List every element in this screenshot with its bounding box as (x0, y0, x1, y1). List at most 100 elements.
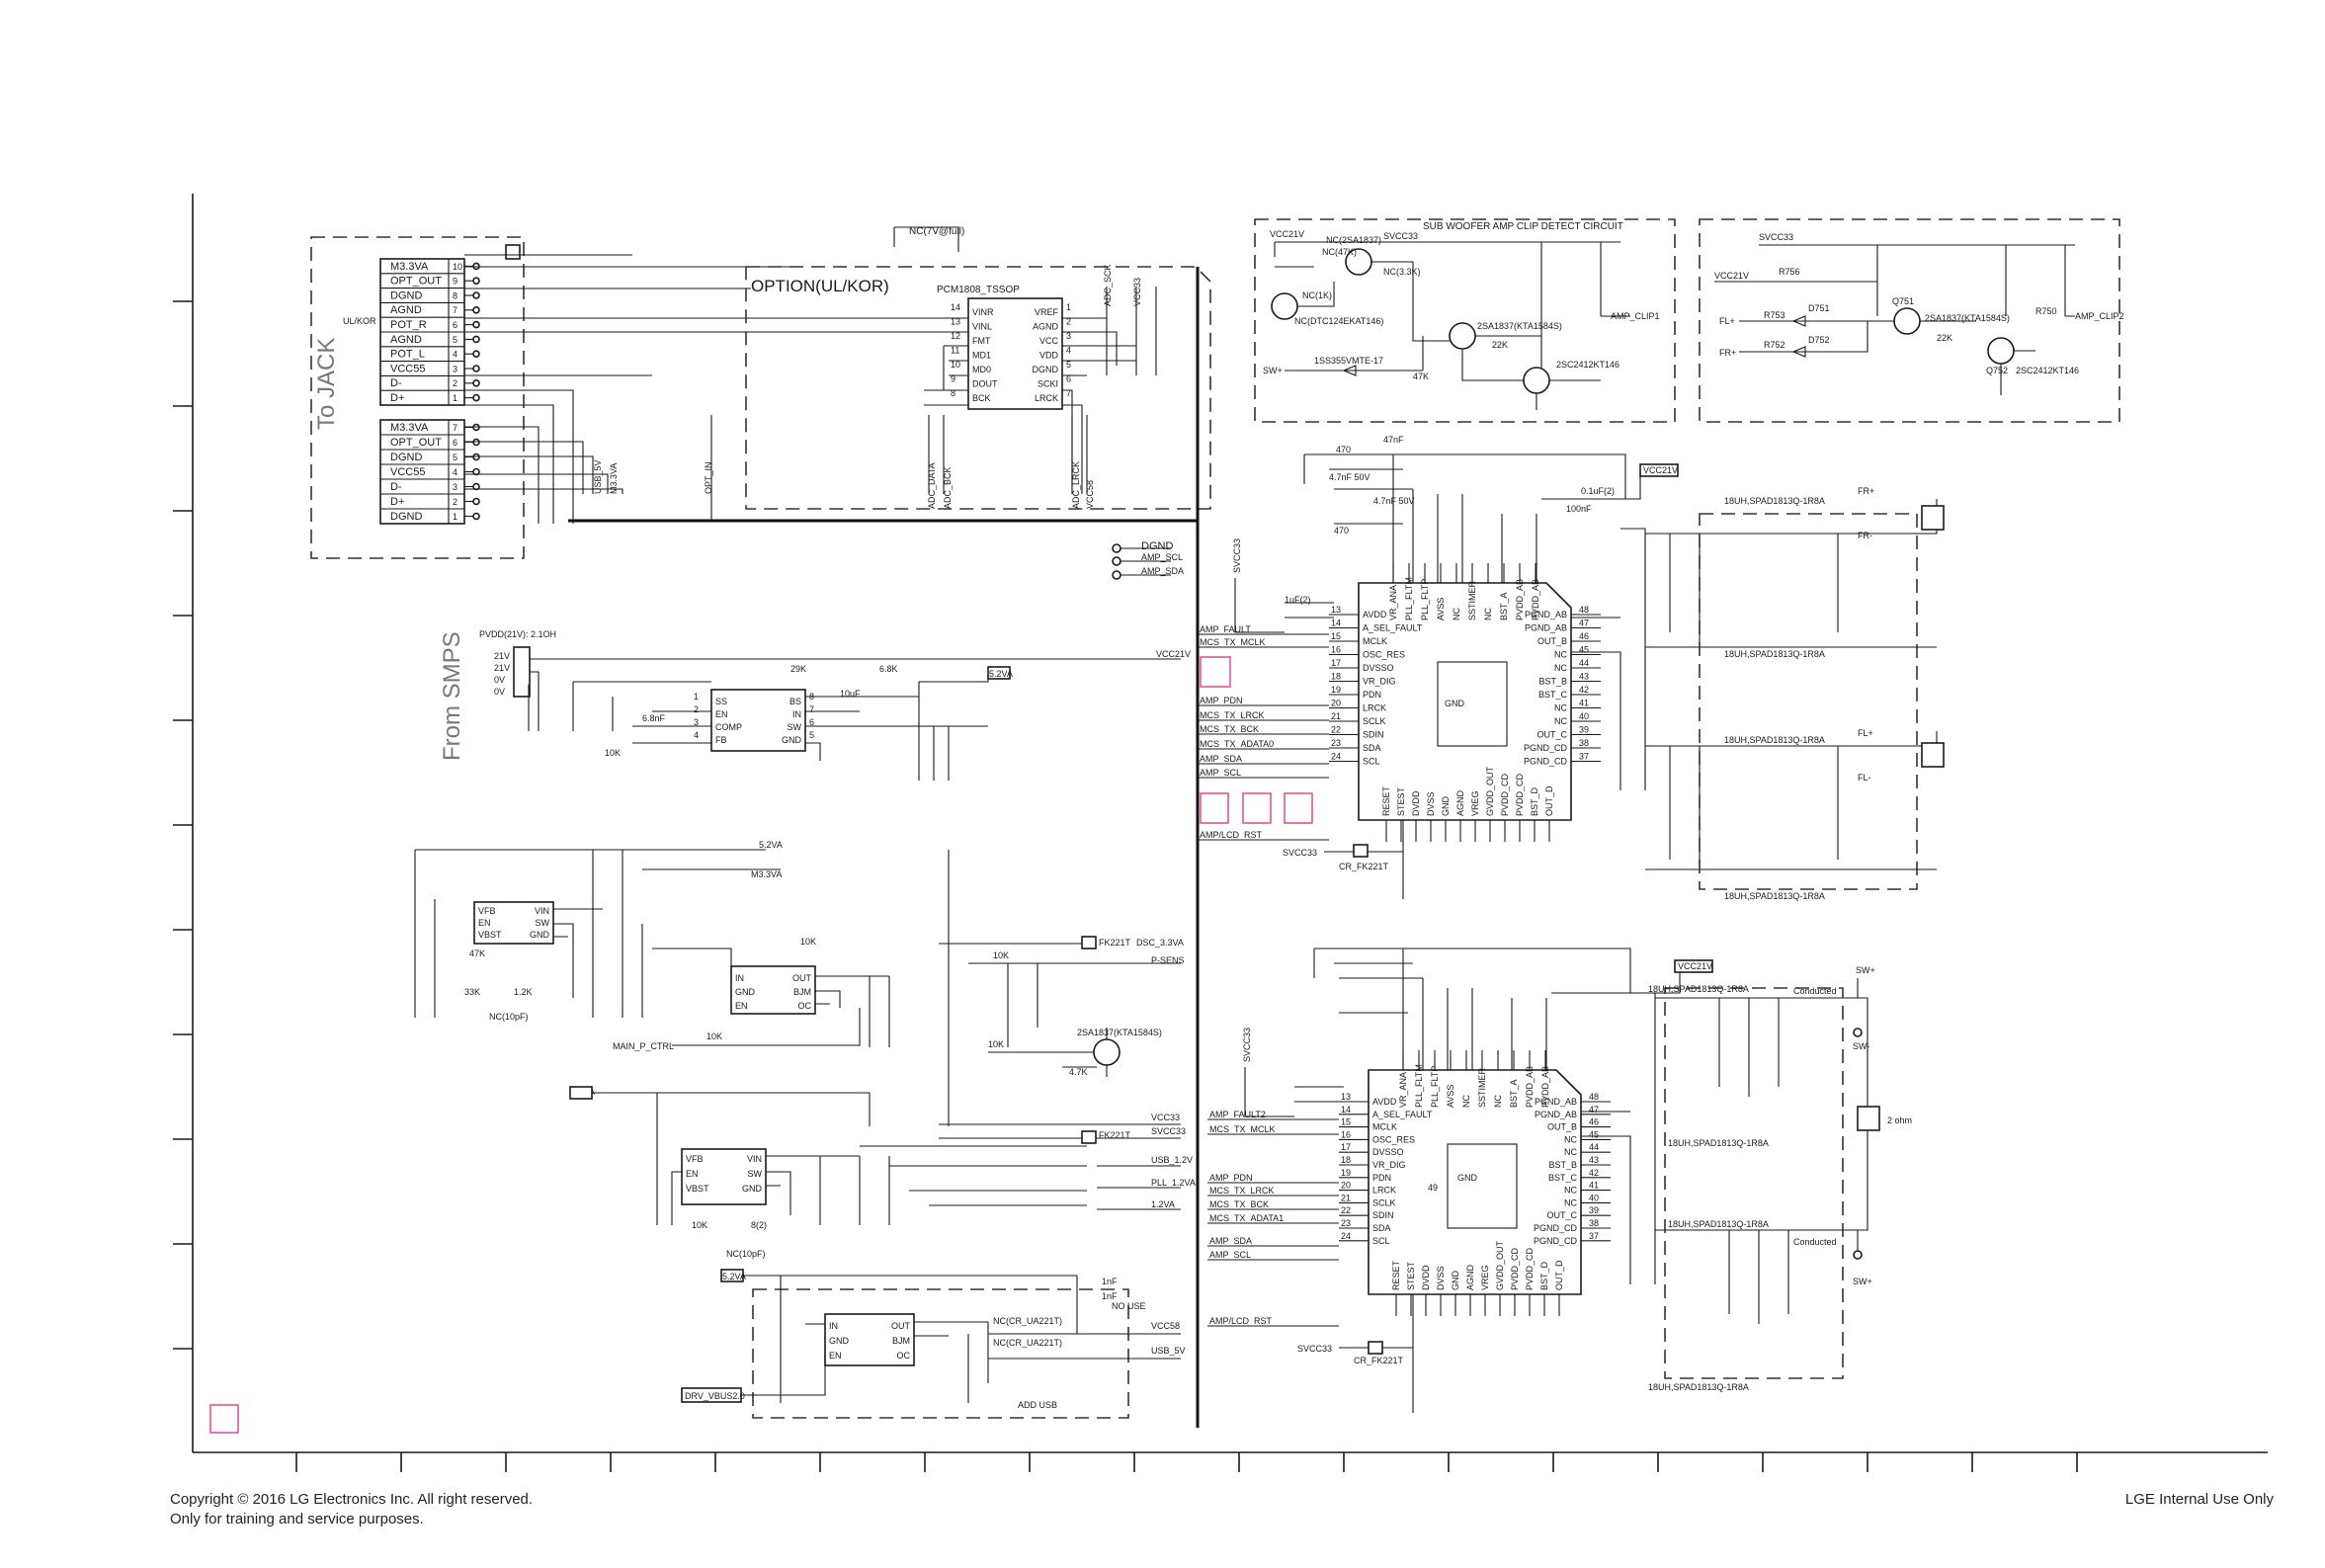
amp-pin-label: NC (1564, 1186, 1577, 1196)
amp-pin-label: DVDD (1411, 790, 1421, 816)
amp-pin-label: SSTIMER (1477, 1067, 1487, 1108)
ul-kor-label: UL/KOR (343, 316, 376, 326)
amp-upper-filter-wires (1877, 499, 1938, 870)
amp-pin-label: PVDD_AB (1531, 579, 1540, 620)
amp-pin-label: LRCK (1372, 1186, 1396, 1196)
vcc33-rails (939, 1123, 1181, 1139)
connector-pin-number: 5 (453, 453, 457, 462)
clip1-part-nc47k: NC(47K) (1322, 247, 1357, 257)
footer-copyright-block: Copyright © 2016 LG Electronics Inc. All… (170, 1490, 533, 1529)
connector-pin-terminal (472, 305, 480, 314)
connector-pin-number: 10 (453, 262, 462, 272)
amp-pin-label: NC (1554, 716, 1567, 726)
amp-pin-label: NC (1461, 1095, 1471, 1108)
amp-lower-cr-wire (1339, 1294, 1414, 1413)
amp-upper-chip (1358, 582, 1572, 821)
amp-pin-label: GND (1451, 1271, 1460, 1291)
amp-pin-number: 37 (1589, 1231, 1599, 1241)
amp-lower-conducted-1: Conducted (1793, 986, 1837, 996)
connector-pin-name: DGND (390, 452, 422, 463)
amp-pin-number: 17 (1331, 658, 1341, 668)
amp-upper-c-4-7nf: 4.7nF 50V (1329, 472, 1370, 482)
connector-pin-terminal (472, 262, 480, 271)
pcm-right-wires (1062, 317, 1136, 494)
ldo1-r-33k: 33K (464, 987, 480, 997)
clip1-output-label: AMP_CLIP1 (1611, 311, 1660, 321)
amp-pin-number: 47 (1589, 1105, 1599, 1114)
net-m33va-vert: M3.3VA (609, 463, 619, 494)
usb-dashed-frame (752, 1288, 1129, 1419)
amp-pin-label: OUT_C (1536, 730, 1567, 740)
connector-pin-number: 7 (453, 305, 457, 315)
clip2-input-fl: FL+ (1719, 316, 1735, 326)
chip-pin-number: 10 (951, 360, 960, 370)
v12va-label: 1.2VA (1151, 1199, 1175, 1209)
amp-upper-inductor-3: 18UH,SPAD1813Q-1R8A (1724, 735, 1825, 745)
amp-lower-inductor-3: 18UH,SPAD1813Q-1R8A (1668, 1219, 1769, 1229)
transistor-r-4-7k: 4.7K (1069, 1067, 1088, 1077)
chip-pin-number: 9 (951, 374, 955, 384)
buck-r-29k: 29K (790, 664, 806, 674)
amp-pin-label: NC (1564, 1197, 1577, 1207)
amp-pin-label: PLL_FLTP (1430, 1066, 1440, 1108)
smps-rail-wires (528, 658, 1181, 731)
amp-lower-cr: CR_FK221T (1354, 1356, 1404, 1365)
amp-pin-label: NC (1564, 1134, 1577, 1144)
amp-upper-cr-box (1353, 844, 1369, 858)
amp-pin-label: AGND (1455, 789, 1465, 816)
amp-pin-label: OUT_C (1546, 1210, 1577, 1220)
amp-pin-number: 48 (1579, 605, 1589, 615)
footer-internal: LGE Internal Use Only (2124, 1491, 2274, 1508)
amp-pin-number: 22 (1341, 1205, 1351, 1215)
smps-pin-label: 0V (494, 687, 505, 697)
amp-upper-c-470: 470 (1336, 445, 1351, 454)
usb-5v-label: USB_5V (1151, 1346, 1186, 1356)
chip-pin-number: 2 (694, 704, 699, 714)
main-p-ctrl-label: MAIN_P_CTRL (613, 1041, 674, 1051)
amp-lower-center: GND (1457, 1173, 1478, 1183)
amp-pin-label: PVDD_CD (1500, 773, 1510, 816)
amp-pin-label: LRCK (1363, 703, 1386, 713)
fl-connector (1921, 742, 1945, 768)
ldo1-nc-10pf: NC(10pF) (489, 1012, 529, 1022)
amp-pin-number: 16 (1331, 645, 1341, 655)
clip1-q-2sc (1523, 367, 1550, 394)
amp-pin-number: 43 (1579, 672, 1589, 682)
pcm1808-pins: VINR14VINL13FMT12MD111MD010DOUT9BCK8VREF… (951, 302, 1071, 403)
amp-lower-chip (1368, 1069, 1582, 1295)
amp-pin-label: MCLK (1372, 1122, 1397, 1132)
test-point-upper-1 (1200, 656, 1231, 688)
amp-pin-number: 42 (1589, 1168, 1599, 1178)
clip1-wires (1275, 261, 1601, 410)
chip-pin-number: 14 (951, 302, 960, 312)
amp-lower-out-swm: SW- (1853, 1041, 1869, 1051)
amp-pin-label: SDA (1372, 1223, 1391, 1233)
amp-upper-svcc-vert: SVCC33 (1232, 538, 1242, 573)
usb-output-wires (988, 1276, 1181, 1360)
chip-pin-label: OC (798, 1001, 812, 1011)
amp-lower-cr-box (1368, 1341, 1383, 1355)
clip1-part-nc1k: NC(1K) (1302, 290, 1332, 300)
connector-pin-number: 1 (453, 512, 457, 522)
revision-marker-box (209, 1404, 239, 1434)
fr-connector (1921, 505, 1945, 531)
chip-pin-label: VIN (535, 906, 549, 916)
footer-copyright: Copyright © 2016 LG Electronics Inc. All… (170, 1491, 534, 1508)
clip2-r750: R750 (2035, 306, 2057, 316)
amp-lower-ohm: 2 ohm (1887, 1115, 1912, 1125)
connector-pin-name: D+ (390, 496, 404, 508)
amp-upper-c-01uf: 0.1uF(2) (1581, 486, 1615, 496)
chip-pin-number: 7 (1066, 388, 1071, 398)
connector-pin-name: OPT_OUT (390, 276, 442, 288)
clip1-supply (1274, 241, 1620, 316)
chip-pin-number: 1 (1066, 302, 1071, 312)
amp-pin-label: PDN (1372, 1173, 1391, 1183)
buck-c-6-8nf: 6.8nF (642, 713, 666, 723)
amp-lower-out-swp2: SW+ (1853, 1277, 1872, 1286)
option-ul-kor-block: OPTION(UL/KOR) NC(7V@full) PCM1808_TSSOP… (593, 226, 1211, 521)
amp-pin-label: DVSS (1426, 791, 1436, 816)
